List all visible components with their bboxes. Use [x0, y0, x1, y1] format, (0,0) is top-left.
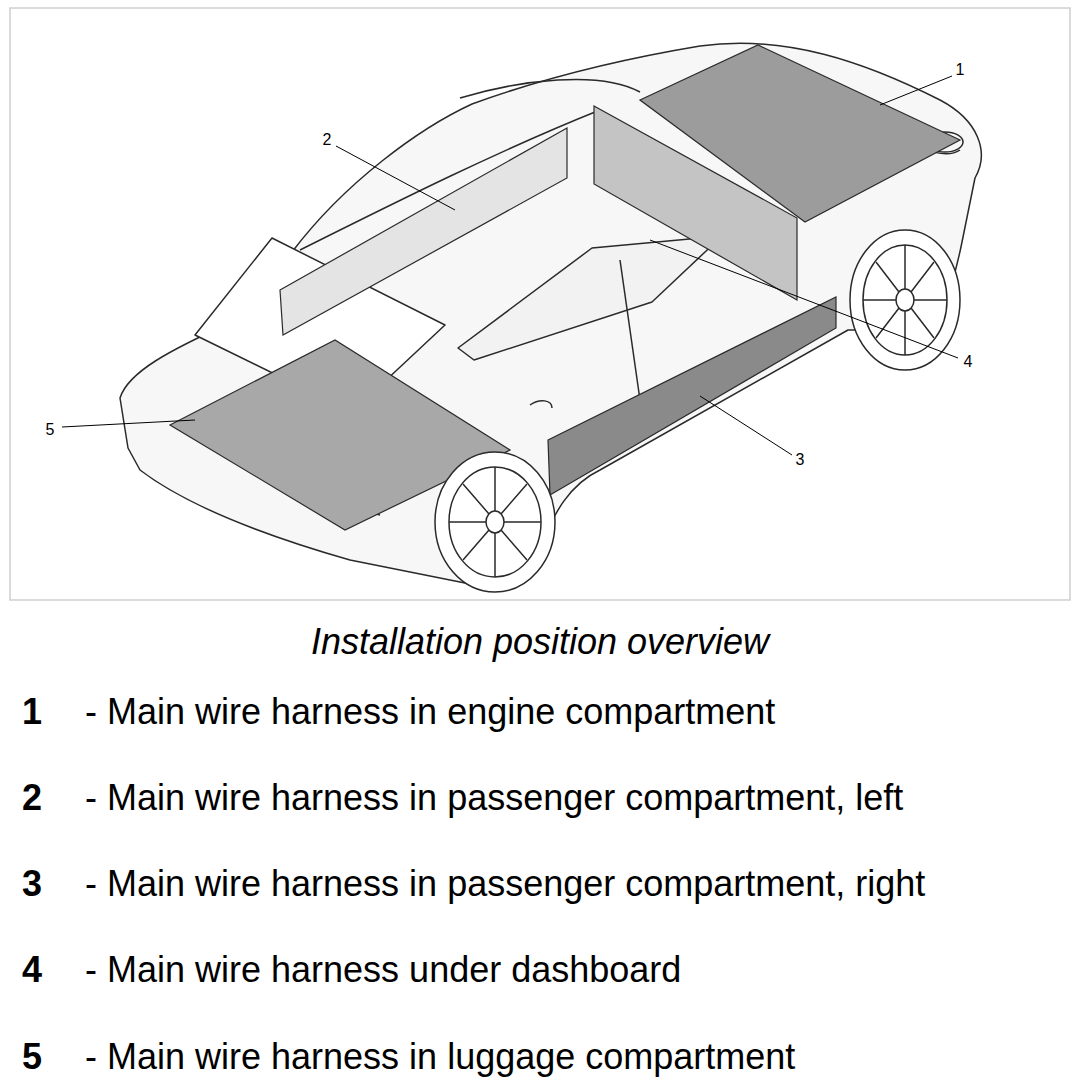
- wheels: [435, 230, 960, 592]
- callout-number: 4: [964, 353, 973, 371]
- callout-number: 5: [46, 421, 55, 439]
- list-text: - Main wire harness in luggage compartme…: [85, 1037, 795, 1077]
- list-number: 3: [22, 864, 42, 904]
- figure-frame: [10, 8, 1070, 600]
- callout-number: 1: [956, 61, 965, 79]
- list-number: 2: [22, 778, 42, 818]
- list-number: 4: [22, 950, 42, 990]
- list-text: - Main wire harness in passenger compart…: [85, 778, 903, 818]
- dashboard-harness-area: [594, 106, 797, 300]
- callout-number: 2: [323, 131, 332, 149]
- right-harness-area: [548, 297, 836, 495]
- wire-harness-areas: [170, 45, 960, 530]
- left-harness-area: [280, 128, 567, 335]
- caption: Installation position overview: [311, 622, 769, 662]
- list-number: 5: [22, 1037, 42, 1077]
- list-text: - Main wire harness in passenger compart…: [85, 864, 925, 904]
- callout-number: 3: [796, 451, 805, 469]
- leader-lines: [62, 76, 958, 455]
- list-text: - Main wire harness under dashboard: [85, 950, 681, 990]
- list-text: - Main wire harness in engine compartmen…: [85, 692, 775, 732]
- list-number: 1: [22, 692, 42, 732]
